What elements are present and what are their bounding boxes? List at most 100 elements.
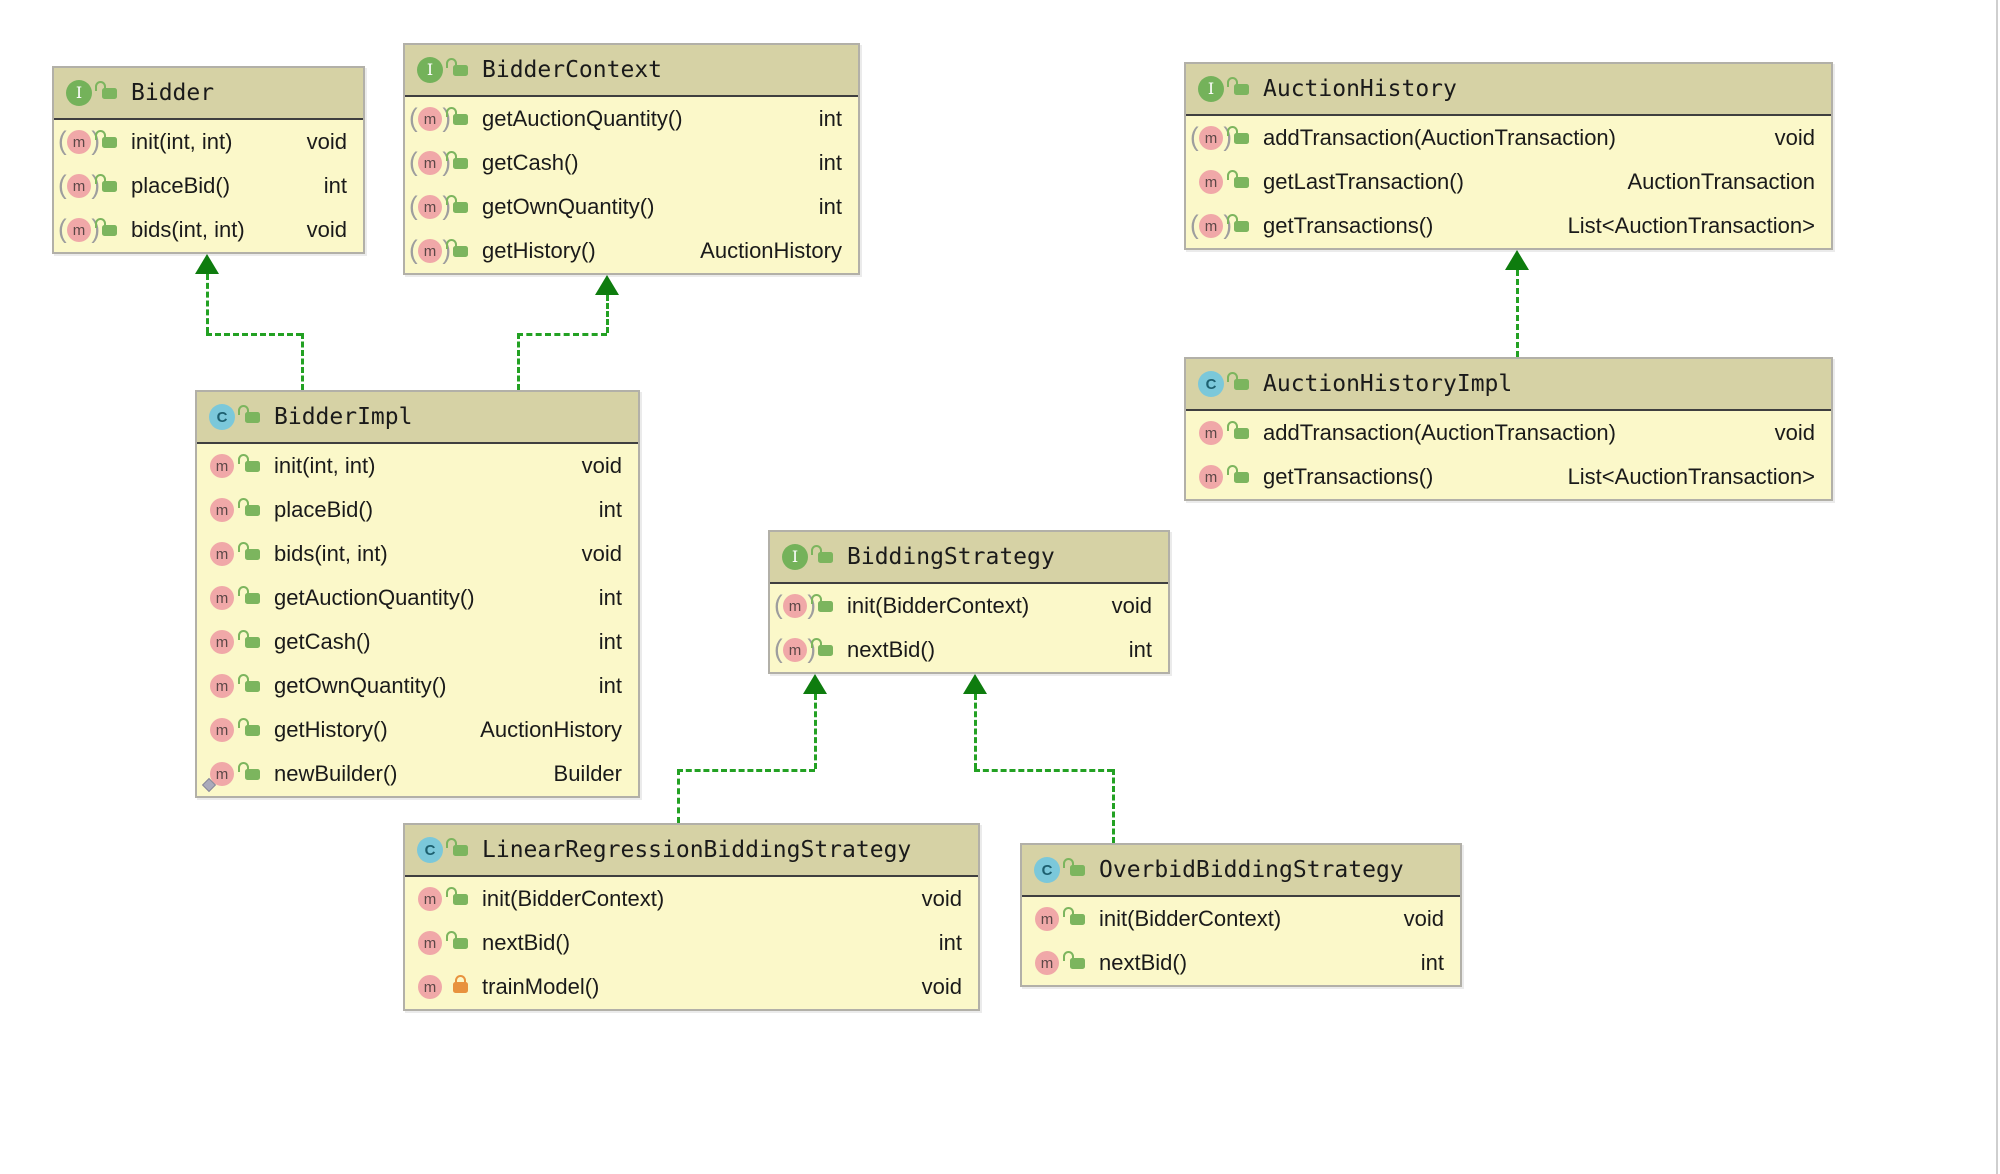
return-type: int [323,173,347,198]
class-node-biddingstrategy[interactable]: I BiddingStrategy minit(BidderContext)vo… [768,530,1170,674]
return-type: void [306,217,347,242]
abstract-method-icon: m [417,150,443,176]
method-name: bids(int, int) [131,217,245,242]
abstract-method-icon: m [1198,125,1224,151]
abstract-method-icon: m [66,173,92,199]
return-type: int [598,629,622,654]
public-lock-icon [95,130,117,148]
abstract-method-icon: m [782,637,808,663]
method-row[interactable]: m placeBid() int [197,488,638,532]
method-icon: m [201,761,235,793]
implements-arrowhead [195,254,219,274]
method-name: placeBid() [274,497,374,522]
method-name: getHistory() [482,238,596,263]
abstract-method-icon: m [782,593,808,619]
public-lock-icon [446,151,468,169]
class-header[interactable]: I BidderContext [405,45,858,97]
public-lock-icon [446,58,468,76]
class-header[interactable]: I AuctionHistory [1186,64,1831,116]
method-row[interactable]: mgetTransactions()List<AuctionTransactio… [1186,204,1831,248]
return-type: int [1420,950,1444,975]
return-type: void [1403,906,1444,931]
class-header[interactable]: C AuctionHistoryImpl [1186,359,1831,411]
edge-segment [814,694,817,769]
public-lock-icon [446,931,468,949]
class-header[interactable]: C LinearRegressionBiddingStrategy [405,825,978,877]
class-name: Bidder [131,80,215,106]
method-row[interactable]: m init(BidderContext) void [1022,897,1460,941]
abstract-method-icon: m [417,106,443,132]
return-type: void [1774,420,1815,445]
return-type: AuctionHistory [700,238,842,263]
public-lock-icon [238,674,260,692]
edge-segment [974,694,977,769]
public-lock-icon [238,718,260,736]
edge-segment [606,295,609,333]
return-type: int [818,194,842,219]
public-lock-icon [238,454,260,472]
return-type: void [581,453,622,478]
public-lock-icon [811,594,833,612]
method-name: nextBid() [482,930,571,955]
private-lock-icon [453,975,468,993]
public-lock-icon [238,630,260,648]
method-name: getOwnQuantity() [482,194,655,219]
class-icon: C [1034,857,1060,883]
class-name: AuctionHistoryImpl [1263,371,1513,397]
method-name: init(BidderContext) [847,593,1030,618]
implements-arrowhead [963,674,987,694]
method-icon: m [417,930,443,956]
interface-icon: I [66,80,92,106]
edge-segment [206,333,302,336]
class-node-biddercontext[interactable]: I BidderContext mgetAuctionQuantity()int… [403,43,860,275]
return-type: List<AuctionTransaction> [1567,464,1815,489]
method-name: init(BidderContext) [1099,906,1282,931]
edge-segment [677,769,680,823]
method-icon: m [1034,906,1060,932]
return-type: int [818,150,842,175]
method-icon: m [1198,420,1224,446]
method-icon: m [209,541,235,567]
public-lock-icon [811,545,833,563]
class-header[interactable]: C OverbidBiddingStrategy [1022,845,1460,897]
method-name: init(BidderContext) [482,886,665,911]
class-header[interactable]: I Bidder [54,68,363,120]
return-type: int [598,497,622,522]
class-node-overbidbiddingstrategy[interactable]: C OverbidBiddingStrategy m init(BidderCon… [1020,843,1462,987]
class-header[interactable]: C BidderImpl [197,392,638,444]
class-node-auctionhistory[interactable]: I AuctionHistory maddTransaction(Auction… [1184,62,1833,250]
method-icon: m [209,497,235,523]
abstract-method-icon: m [66,129,92,155]
window-edge [1996,0,1998,1174]
method-name: nextBid() [847,637,936,662]
class-header[interactable]: I BiddingStrategy [770,532,1168,584]
